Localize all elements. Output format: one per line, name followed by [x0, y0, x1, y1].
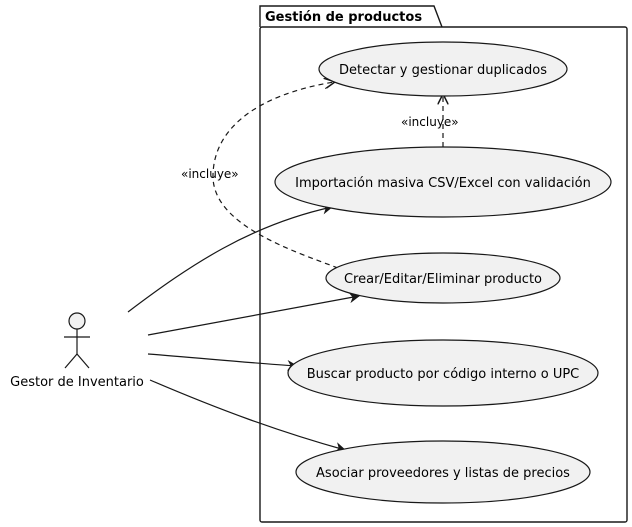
associations [127, 203, 361, 453]
include-label-importacion: «incluye» [401, 115, 459, 129]
use-case-buscar: Buscar producto por código interno o UPC [287, 339, 599, 407]
use-case-buscar-label: Buscar producto por código interno o UPC [307, 367, 580, 382]
actor-label: Gestor de Inventario [10, 375, 144, 390]
actor-gestor-inventario: Gestor de Inventario [10, 312, 144, 390]
use-case-duplicados-label: Detectar y gestionar duplicados [339, 63, 547, 78]
use-case-crud-shape [325, 252, 561, 304]
use-case-crud-label: Crear/Editar/Eliminar producto [344, 272, 542, 287]
package-title: Gestión de productos [265, 10, 422, 25]
include-relations: «incluye» «incluye» [181, 82, 459, 269]
use-case-proveedores: Asociar proveedores y listas de precios [295, 440, 591, 504]
include-label-crud: «incluye» [181, 167, 239, 181]
use-case-duplicados: Detectar y gestionar duplicados [318, 41, 568, 97]
package-tab [259, 5, 443, 28]
use-case-proveedores-label: Asociar proveedores y listas de precios [316, 466, 570, 481]
use-case-importacion-label: Importación masiva CSV/Excel con validac… [295, 176, 591, 191]
association-proveedores [149, 379, 347, 453]
use-case-crud: Crear/Editar/Eliminar producto [325, 252, 561, 304]
association-buscar [147, 353, 299, 371]
actor-leg-left [64, 353, 78, 369]
use-case-proveedores-shape [295, 440, 591, 504]
use-case-importacion-shape [274, 146, 612, 218]
actor-leg-right [76, 353, 90, 369]
use-case-buscar-shape [287, 339, 599, 407]
use-case-duplicados-shape [318, 41, 568, 97]
association-crud [147, 292, 361, 336]
association-importacion [127, 203, 334, 313]
actor-head [68, 312, 86, 330]
include-crud-duplicados [212, 82, 339, 269]
use-case-importacion: Importación masiva CSV/Excel con validac… [274, 146, 612, 218]
